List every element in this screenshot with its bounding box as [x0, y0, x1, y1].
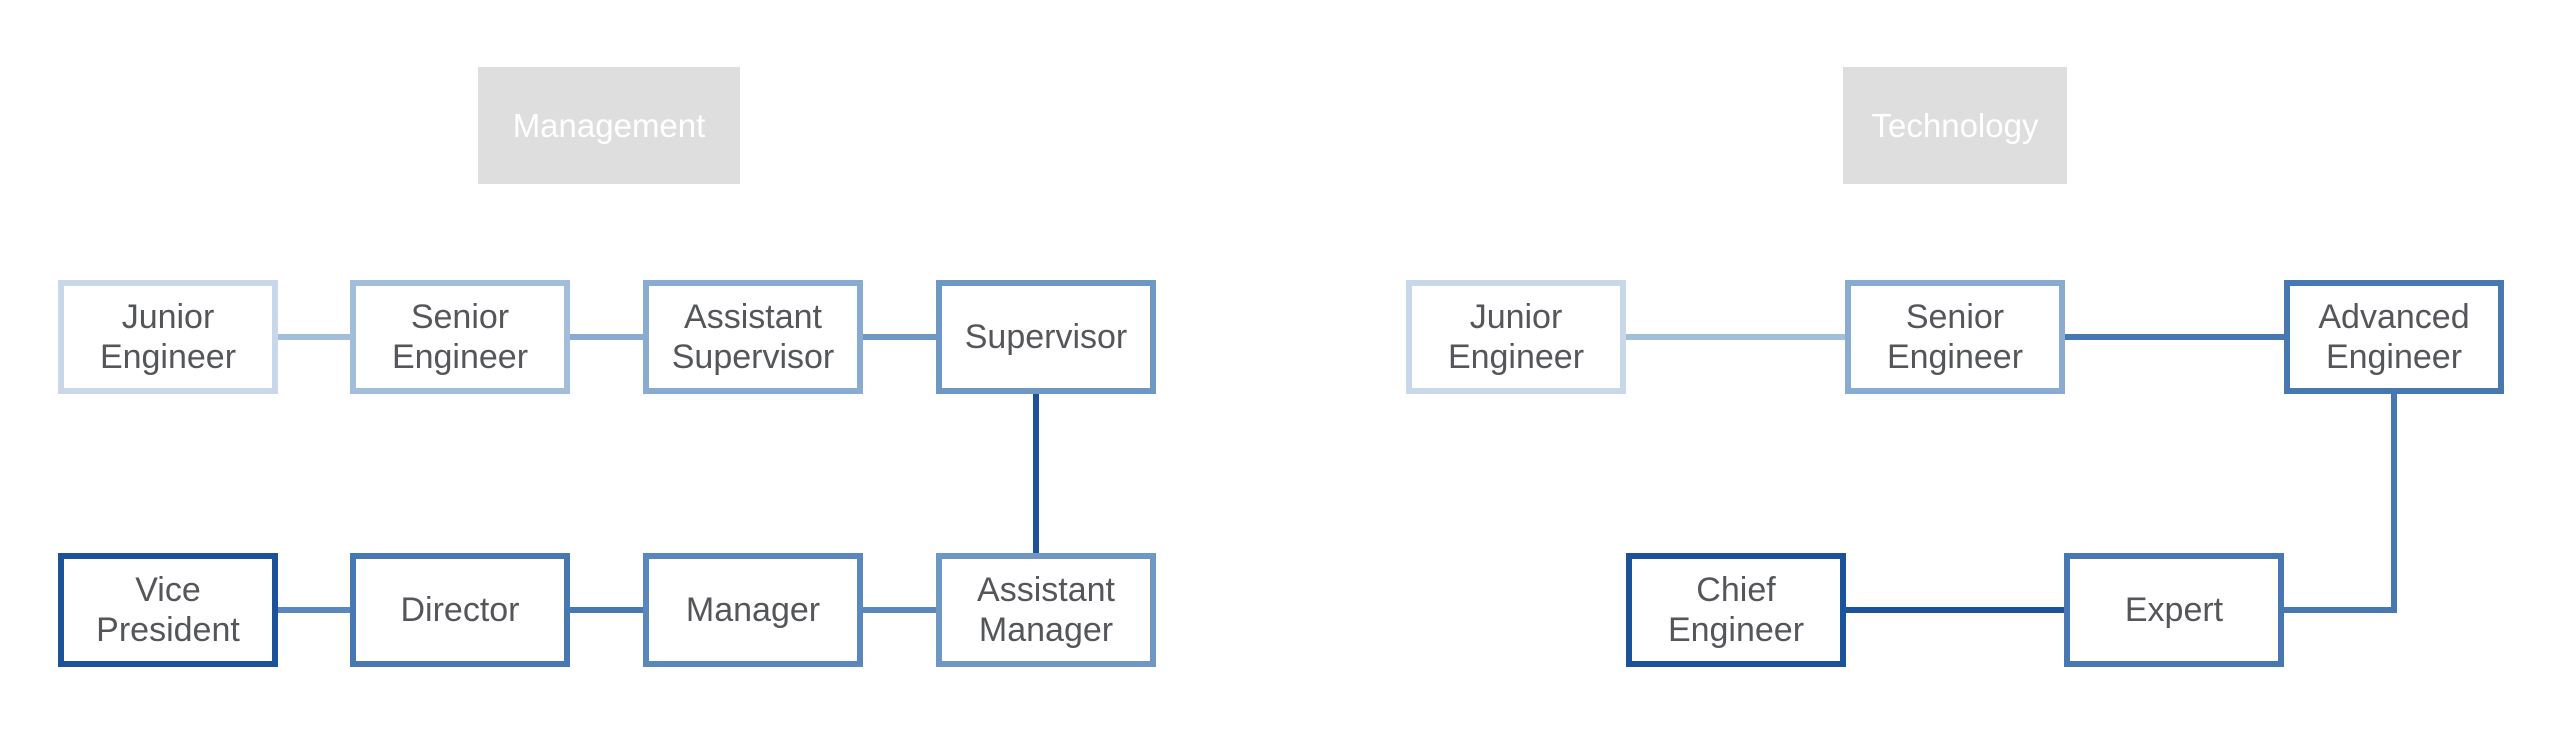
management-node-vice-president: Vice President [58, 553, 278, 667]
management-node-supervisor: Supervisor [936, 280, 1156, 394]
management-node-junior-engineer: Junior Engineer [58, 280, 278, 394]
technology-node-advanced-engineer: Advanced Engineer [2284, 280, 2504, 394]
management-node-assistant-manager: Assistant Manager [936, 553, 1156, 667]
management-node-assistant-supervisor: Assistant Supervisor [643, 280, 863, 394]
connector-t3-t4 [2284, 394, 2397, 613]
management-header: Management [478, 67, 740, 184]
management-node-senior-engineer: Senior Engineer [350, 280, 570, 394]
management-node-manager: Manager [643, 553, 863, 667]
management-node-director: Director [350, 553, 570, 667]
technology-header: Technology [1843, 67, 2067, 184]
technology-node-junior-engineer: Junior Engineer [1406, 280, 1626, 394]
technology-node-chief-engineer: Chief Engineer [1626, 553, 1846, 667]
technology-node-expert: Expert [2064, 553, 2284, 667]
technology-node-senior-engineer: Senior Engineer [1845, 280, 2065, 394]
